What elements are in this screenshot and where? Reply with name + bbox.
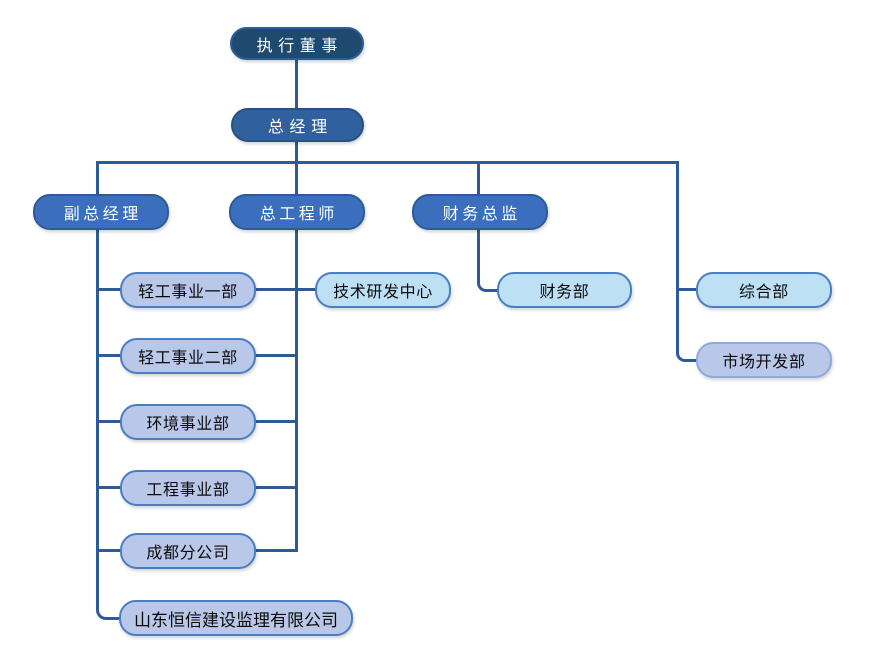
connector-row4-right: [254, 486, 297, 489]
connector-bus-horizontal: [96, 161, 678, 164]
connector-row2-right: [254, 354, 297, 357]
node-chengdu-branch: 成都分公司: [120, 533, 256, 569]
node-market-dev-dept: 市场开发部: [696, 342, 832, 378]
node-shandong-hengxin-supervision: 山东恒信建设监理有限公司: [119, 600, 353, 636]
connector-right-spine-elbow: [676, 161, 697, 362]
node-light-industry-div-2: 轻工事业二部: [120, 338, 256, 374]
connector-row1-right: [254, 288, 297, 291]
node-light-industry-div-1: 轻工事业一部: [120, 272, 256, 308]
connector-tech-center: [297, 288, 315, 291]
connector-row2-left: [96, 354, 122, 357]
connector-row1-left: [96, 288, 122, 291]
node-finance-director: 财务总监: [412, 194, 548, 230]
node-finance-dept: 财务部: [497, 272, 632, 308]
connector-row5-right: [254, 549, 297, 552]
node-general-dept: 综合部: [696, 272, 832, 308]
node-engineering-div: 工程事业部: [120, 470, 256, 506]
connector-general-dept: [677, 288, 696, 291]
node-chief-engineer: 总工程师: [229, 194, 365, 230]
connector-row3-left: [96, 420, 122, 423]
node-environment-div: 环境事业部: [120, 404, 256, 440]
connector-root-to-gm: [295, 58, 298, 110]
connector-row5-left: [96, 549, 122, 552]
node-tech-rd-center: 技术研发中心: [315, 272, 451, 308]
connector-left-spine-elbow: [96, 161, 119, 620]
node-general-manager: 总经理: [231, 108, 364, 142]
node-deputy-general-manager: 副总经理: [33, 194, 169, 230]
connector-row3-right: [254, 420, 297, 423]
node-executive-director: 执行董事: [230, 27, 364, 60]
connector-row4-left: [96, 486, 122, 489]
connector-gm-to-bus: [295, 141, 298, 163]
